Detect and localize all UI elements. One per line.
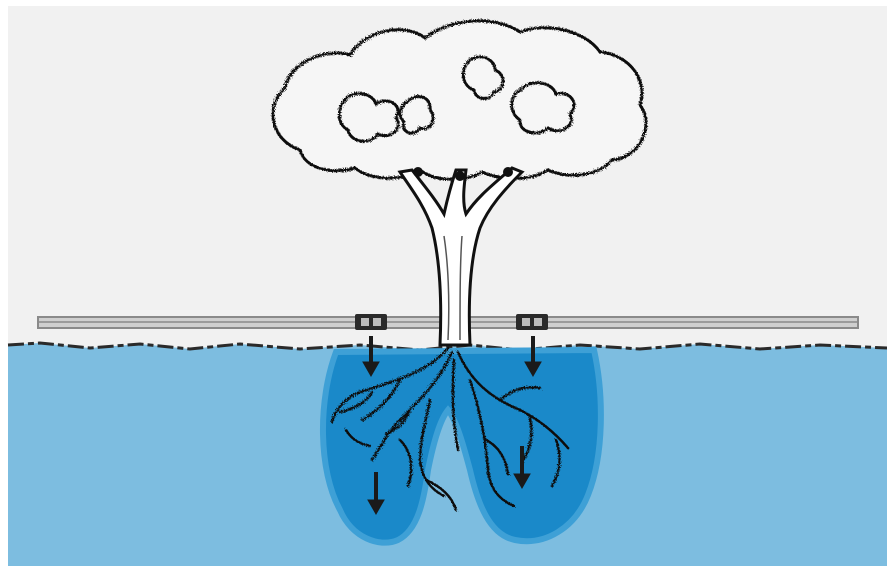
drip-emitter-icon (355, 314, 387, 330)
drip-emitter-icon (516, 314, 548, 330)
